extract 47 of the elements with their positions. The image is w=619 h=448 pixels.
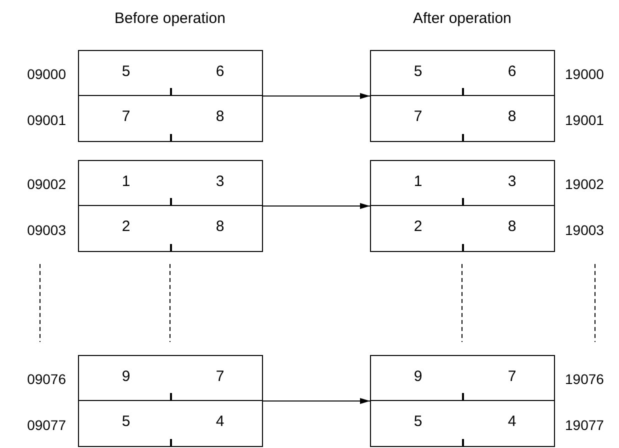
column-heading: After operation: [413, 10, 512, 27]
memory-block: [370, 355, 555, 447]
digit-value: 1: [120, 173, 132, 191]
digit-value: 6: [506, 63, 518, 81]
digit-value: 8: [506, 108, 518, 126]
digit-value: 7: [120, 108, 132, 126]
digit-value: 2: [412, 218, 424, 236]
address-label: 19003: [565, 221, 604, 239]
memory-block: [370, 50, 555, 142]
arrow: [262, 93, 370, 99]
digit-value: 5: [412, 413, 424, 431]
memory-block: [78, 355, 263, 447]
digit-value: 1: [412, 173, 424, 191]
address-label: 09076: [27, 370, 66, 388]
digit-value: 3: [214, 173, 226, 191]
arrow: [262, 203, 370, 209]
digit-value: 4: [214, 413, 226, 431]
digit-value: 8: [214, 108, 226, 126]
memory-block: [78, 50, 263, 142]
column-heading: Before operation: [114, 10, 226, 27]
digit-value: 4: [506, 413, 518, 431]
address-label: 19002: [565, 175, 604, 193]
digit-value: 8: [506, 218, 518, 236]
digit-value: 7: [412, 108, 424, 126]
digit-value: 7: [506, 368, 518, 386]
address-label: 19077: [565, 416, 604, 434]
digit-value: 7: [214, 368, 226, 386]
arrow: [262, 398, 370, 404]
address-label: 19000: [565, 65, 604, 83]
digit-value: 5: [412, 63, 424, 81]
digit-value: 9: [412, 368, 424, 386]
address-label: 09000: [27, 65, 66, 83]
digit-value: 8: [214, 218, 226, 236]
digit-value: 5: [120, 63, 132, 81]
memory-block: [78, 160, 263, 252]
address-label: 09077: [27, 416, 66, 434]
memory-block: [370, 160, 555, 252]
address-label: 19001: [565, 111, 604, 129]
digit-value: 2: [120, 218, 132, 236]
digit-value: 9: [120, 368, 132, 386]
address-label: 09002: [27, 175, 66, 193]
address-label: 09001: [27, 111, 66, 129]
digit-value: 3: [506, 173, 518, 191]
digit-value: 5: [120, 413, 132, 431]
digit-value: 6: [214, 63, 226, 81]
address-label: 19076: [565, 370, 604, 388]
address-label: 09003: [27, 221, 66, 239]
